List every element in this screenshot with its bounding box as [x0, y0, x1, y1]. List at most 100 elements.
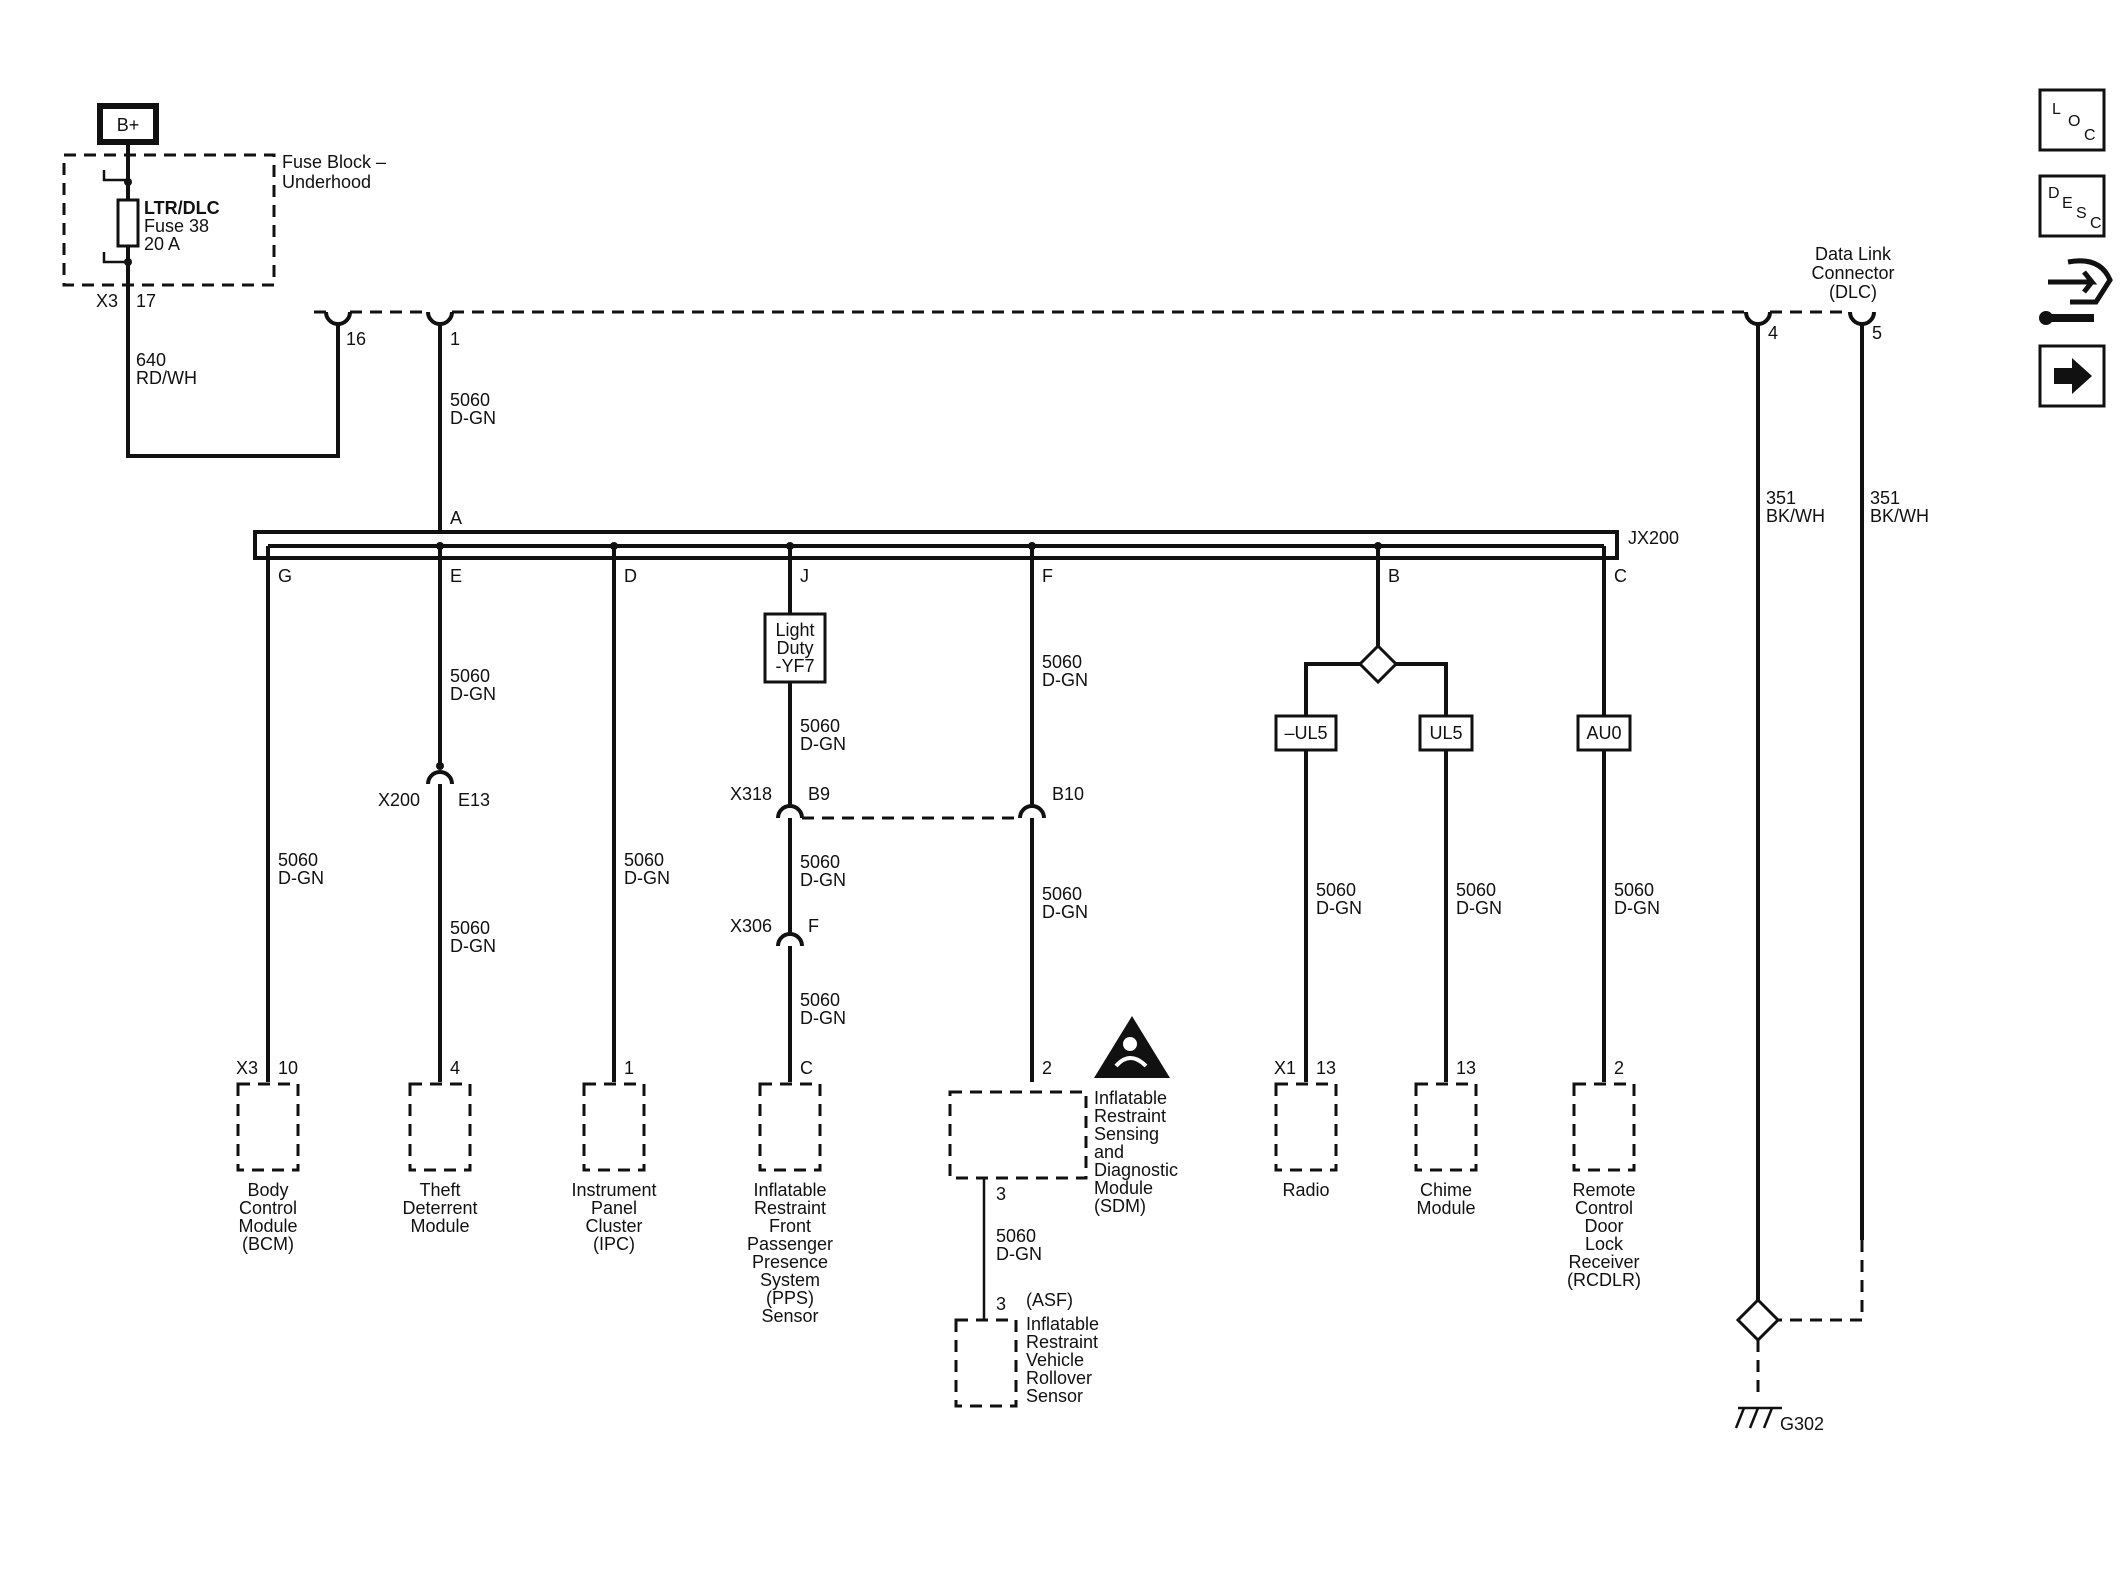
branch-e-color-2: D-GN — [450, 936, 496, 956]
sdm-label-3: Sensing — [1094, 1124, 1159, 1144]
radio-connector: X1 — [1274, 1058, 1296, 1078]
branch-g-color: D-GN — [278, 868, 324, 888]
asf-pin: 3 — [996, 1294, 1006, 1314]
branch-e-color-1: D-GN — [450, 684, 496, 704]
branch-e-circuit-2: 5060 — [450, 918, 490, 938]
ground-wire-4-circuit: 351 — [1766, 488, 1796, 508]
radio-pin: 13 — [1316, 1058, 1336, 1078]
pps-label-7: (PPS) — [766, 1288, 814, 1308]
ipc-label-3: Cluster — [585, 1216, 642, 1236]
fuse-symbol — [116, 198, 140, 248]
branch-b-right-lead — [1396, 662, 1448, 716]
theft-module-pin: 4 — [450, 1058, 460, 1078]
bcm-label-3: Module — [238, 1216, 297, 1236]
bcm-label-4: (BCM) — [242, 1234, 294, 1254]
ipc-label-2: Panel — [591, 1198, 637, 1218]
description-button[interactable]: D E S C — [2038, 174, 2106, 238]
dlc-title-1: Data Link — [1815, 244, 1892, 264]
arrow-right-icon — [2054, 358, 2092, 394]
fuse-rating: 20 A — [144, 234, 180, 254]
chime-pin: 13 — [1456, 1058, 1476, 1078]
desc-letter-e: E — [2062, 195, 2073, 212]
chime-module[interactable] — [1414, 1082, 1478, 1172]
x306-pin: F — [808, 916, 819, 936]
rcdlr-module[interactable] — [1572, 1082, 1636, 1172]
airbag-warning-icon — [1094, 1016, 1170, 1078]
x318-b10-terminal — [1018, 804, 1046, 819]
dlc-pin1: 1 — [450, 329, 460, 349]
branch-d-pin: D — [624, 566, 637, 586]
dlc-title-3: (DLC) — [1829, 282, 1877, 302]
option-light-duty-3: -YF7 — [775, 656, 814, 676]
branch-f-circuit-1: 5060 — [1042, 652, 1082, 672]
pps-label-2: Restraint — [754, 1198, 826, 1218]
rcdlr-label-1: Remote — [1572, 1180, 1635, 1200]
inline-x200-pin — [436, 762, 444, 770]
ipc-label-4: (IPC) — [593, 1234, 635, 1254]
ipc-module[interactable] — [582, 1082, 646, 1172]
chime-label-1: Chime — [1420, 1180, 1472, 1200]
pps-label-1: Inflatable — [753, 1180, 826, 1200]
sdm-label-7: (SDM) — [1094, 1196, 1146, 1216]
ground-wire-4-color: BK/WH — [1766, 506, 1825, 526]
sdm-module[interactable] — [948, 1090, 1088, 1180]
fuse-block-subtitle: Underhood — [282, 172, 371, 192]
rollover-label-5: Sensor — [1026, 1386, 1083, 1406]
branch-f-pin: F — [1042, 566, 1053, 586]
fuse-name: LTR/DLC — [144, 198, 220, 218]
branch-j-color-2: D-GN — [800, 870, 846, 890]
fuse-block-pin: 17 — [136, 291, 156, 311]
bcm-module[interactable] — [236, 1082, 300, 1172]
bcm-pin: 10 — [278, 1058, 298, 1078]
pps-label-4: Passenger — [747, 1234, 833, 1254]
radio-wire-circuit: 5060 — [1316, 880, 1356, 900]
pps-pin: C — [800, 1058, 813, 1078]
branch-j-pin: J — [800, 566, 809, 586]
branch-j-color-1: D-GN — [800, 734, 846, 754]
branch-c-circuit: 5060 — [1614, 880, 1654, 900]
desc-letter-d: D — [2048, 185, 2060, 202]
ground-wire-5-color: BK/WH — [1870, 506, 1929, 526]
rollover-sensor[interactable] — [954, 1318, 1018, 1408]
sdm-pin-2: 2 — [1042, 1058, 1052, 1078]
radio-label: Radio — [1282, 1180, 1329, 1200]
feed-wire-color: RD/WH — [136, 368, 197, 388]
rollover-label-1: Inflatable — [1026, 1314, 1099, 1334]
bcm-label-2: Control — [239, 1198, 297, 1218]
rcdlr-label-6: (RCDLR) — [1567, 1270, 1641, 1290]
option-au0: AU0 — [1586, 723, 1621, 743]
x318-pin-b10: B10 — [1052, 784, 1084, 804]
pps-sensor[interactable] — [758, 1082, 822, 1172]
pps-label-6: System — [760, 1270, 820, 1290]
bcm-connector: X3 — [236, 1058, 258, 1078]
dlc-pin5-terminal — [1848, 311, 1876, 326]
splice-pin-a: A — [450, 508, 462, 528]
fuse-block-outline — [62, 153, 276, 287]
desc-letter-s: S — [2076, 205, 2087, 222]
dlc-pin4-terminal — [1744, 311, 1772, 326]
dlc-pin5: 5 — [1872, 323, 1882, 343]
radio-module[interactable] — [1274, 1082, 1338, 1172]
ground-label: G302 — [1780, 1414, 1824, 1434]
branch-c-color: D-GN — [1614, 898, 1660, 918]
sdm-label-4: and — [1094, 1142, 1124, 1162]
ground-icon — [1734, 1406, 1782, 1429]
rollover-label-2: Restraint — [1026, 1332, 1098, 1352]
inline-x200-pin-label: E13 — [458, 790, 490, 810]
pps-label-8: Sensor — [761, 1306, 818, 1326]
location-button[interactable]: L O C — [2038, 88, 2106, 152]
next-arrow-button[interactable] — [2038, 344, 2106, 408]
connector-diagnostic-icon[interactable] — [2039, 258, 2113, 325]
option-light-duty-2: Duty — [776, 638, 813, 658]
rollover-label-3: Vehicle — [1026, 1350, 1084, 1370]
x318-label: X318 — [730, 784, 772, 804]
theft-deterrent-module[interactable] — [408, 1082, 472, 1172]
dlc-pin16-terminal — [324, 311, 352, 326]
ground-wire-5-circuit: 351 — [1870, 488, 1900, 508]
loc-letter-l: L — [2052, 101, 2061, 118]
sdm-label-6: Module — [1094, 1178, 1153, 1198]
branch-f-color-1: D-GN — [1042, 670, 1088, 690]
sdm-asf-color: D-GN — [996, 1244, 1042, 1264]
x318-pin-b9: B9 — [808, 784, 830, 804]
